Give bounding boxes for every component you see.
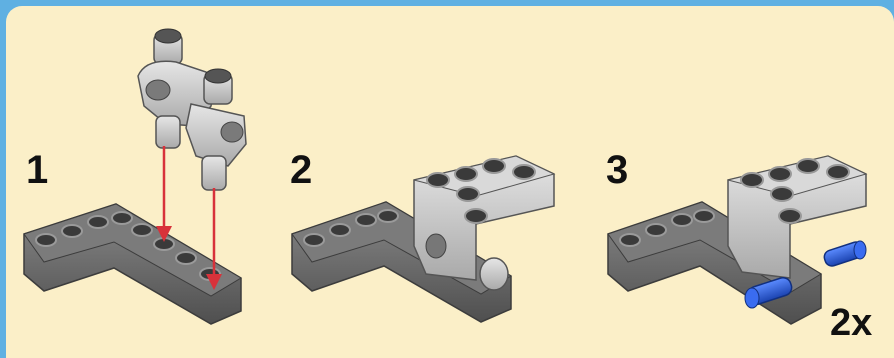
- step-1-illustration: [24, 29, 246, 324]
- step-2-illustration: [292, 156, 554, 322]
- t-connector-piece: [138, 29, 246, 190]
- l-beam-piece: [24, 204, 241, 324]
- instruction-panel: 1 2 3 2x: [6, 6, 894, 358]
- instructions-illustration: [6, 6, 894, 358]
- step-3-illustration: [608, 156, 866, 324]
